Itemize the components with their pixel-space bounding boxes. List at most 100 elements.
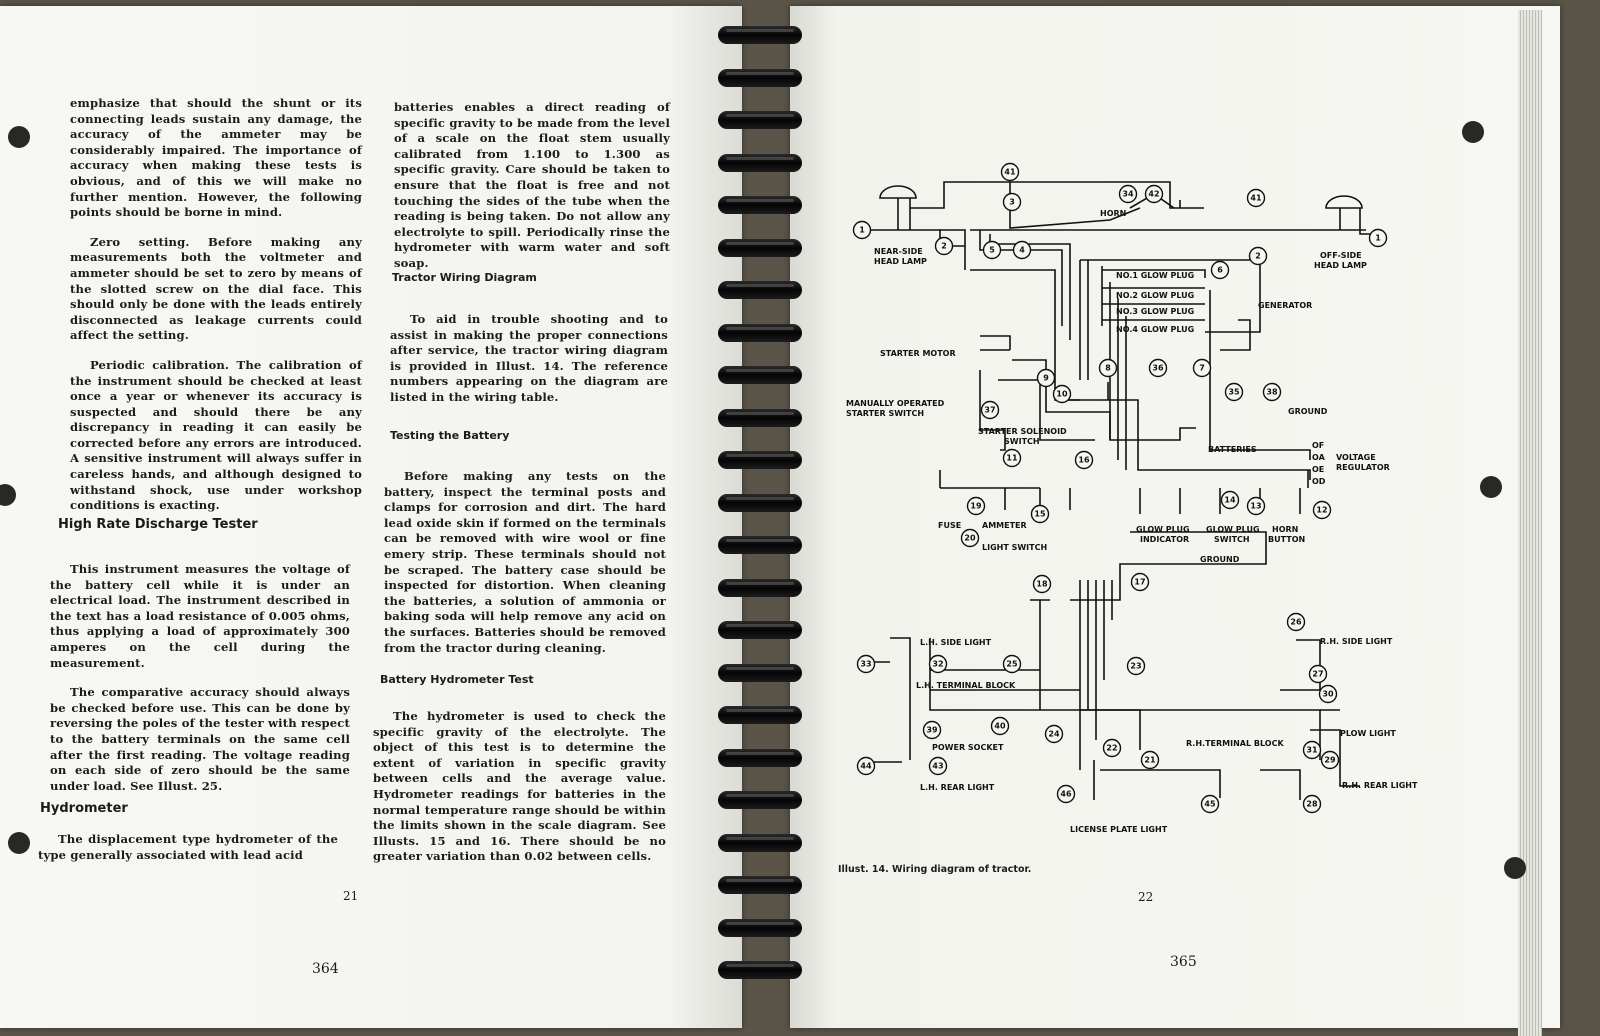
left-column-2c: Before making any tests on the battery, … — [384, 469, 666, 656]
reference-marker-17: 17 — [1130, 572, 1150, 592]
label-starter-motor: STARTER MOTOR — [880, 349, 956, 358]
left-column-2: batteries enables a direct reading of sp… — [394, 100, 670, 272]
label-voltage: VOLTAGE — [1336, 453, 1376, 462]
spiral-binding — [716, 0, 806, 1034]
label-regulator: REGULATOR — [1336, 463, 1390, 472]
svg-text:22: 22 — [1106, 744, 1117, 753]
binding-ring — [716, 65, 806, 91]
label-reg-of: OF — [1312, 441, 1324, 450]
label-glow-plug-2: NO.2 GLOW PLUG — [1116, 291, 1194, 300]
reference-marker-41: 41 — [1000, 162, 1020, 182]
punch-hole — [1462, 121, 1484, 143]
paragraph-hrd: This instrument measures the voltage of … — [50, 562, 350, 670]
svg-text:40: 40 — [994, 722, 1006, 731]
reference-marker-9: 9 — [1036, 368, 1056, 388]
svg-text:43: 43 — [932, 762, 943, 771]
label-glow-plug-indicator-2: INDICATOR — [1140, 535, 1189, 544]
label-lh-rear-light: L.H. REAR LIGHT — [920, 783, 995, 792]
left-column-2d: The hydrometer is used to check the spec… — [373, 709, 666, 865]
svg-text:37: 37 — [984, 406, 995, 415]
svg-text:29: 29 — [1324, 756, 1336, 765]
svg-text:31: 31 — [1306, 746, 1318, 755]
reference-marker-36: 36 — [1148, 358, 1168, 378]
binding-ring — [716, 660, 806, 686]
svg-text:41: 41 — [1250, 194, 1262, 203]
svg-text:30: 30 — [1322, 690, 1334, 699]
reference-marker-15: 15 — [1030, 504, 1050, 524]
label-glow-plug-indicator-1: GLOW PLUG — [1136, 525, 1190, 534]
paragraph-wiring: To aid in trouble shooting and to assist… — [390, 312, 668, 404]
punch-hole — [1504, 857, 1526, 879]
binding-ring — [716, 915, 806, 941]
svg-text:1: 1 — [1375, 234, 1381, 243]
reference-marker-5: 5 — [982, 240, 1002, 260]
svg-text:25: 25 — [1006, 660, 1018, 669]
binding-ring — [716, 235, 806, 261]
svg-text:23: 23 — [1130, 662, 1141, 671]
page-number: 21 — [343, 889, 359, 903]
label-near-side-head-lamp: HEAD LAMP — [874, 257, 927, 266]
reference-marker-10: 10 — [1052, 384, 1072, 404]
reference-marker-14: 14 — [1220, 490, 1240, 510]
svg-text:38: 38 — [1266, 388, 1278, 397]
book-page-number: 364 — [312, 961, 339, 977]
label-manually-operated: MANUALLY OPERATED — [846, 399, 945, 408]
svg-text:42: 42 — [1148, 190, 1159, 199]
book-page-number: 365 — [1170, 954, 1197, 970]
label-power-socket: POWER SOCKET — [932, 743, 1004, 752]
reference-marker-19: 19 — [966, 496, 986, 516]
label-plow-light: PLOW LIGHT — [1340, 729, 1396, 738]
label-glow-plug-3: NO.3 GLOW PLUG — [1116, 307, 1194, 316]
reference-marker-3: 3 — [1002, 192, 1022, 212]
label-reg-oe: OE — [1312, 465, 1324, 474]
reference-marker-16: 16 — [1074, 450, 1094, 470]
left-page: emphasize that should the shunt or its c… — [0, 6, 742, 1028]
reference-marker-2: 2 — [1248, 246, 1268, 266]
reference-marker-46: 46 — [1056, 784, 1076, 804]
label-glow-plug-1: NO.1 GLOW PLUG — [1116, 271, 1194, 280]
svg-text:14: 14 — [1224, 496, 1236, 505]
label-rh-terminal-block: R.H.TERMINAL BLOCK — [1186, 739, 1284, 748]
reference-marker-34: 34 — [1118, 184, 1138, 204]
label-light-switch: LIGHT SWITCH — [982, 543, 1047, 552]
binding-ring — [716, 405, 806, 431]
near-side-head-lamp-shape — [879, 185, 917, 199]
paragraph-battery-hydrometer-test: The hydrometer is used to check the spec… — [373, 709, 666, 864]
reference-marker-24: 24 — [1044, 724, 1064, 744]
binding-ring — [716, 192, 806, 218]
reference-marker-8: 8 — [1098, 358, 1118, 378]
label-starter-solenoid: STARTER SOLENOID — [978, 427, 1067, 436]
binding-ring — [716, 150, 806, 176]
reference-marker-45: 45 — [1200, 794, 1220, 814]
svg-text:18: 18 — [1036, 580, 1048, 589]
reference-marker-37: 37 — [980, 400, 1000, 420]
binding-ring — [716, 22, 806, 48]
left-column-1c: The displacement type hydrometer of the … — [38, 832, 338, 863]
reference-marker-27: 27 — [1308, 664, 1328, 684]
svg-text:44: 44 — [860, 762, 872, 771]
reference-marker-40: 40 — [990, 716, 1010, 736]
reference-marker-30: 30 — [1318, 684, 1338, 704]
binding-ring — [716, 362, 806, 388]
svg-text:10: 10 — [1056, 390, 1068, 399]
binding-ring — [716, 617, 806, 643]
label-off-side-head-lamp: HEAD LAMP — [1314, 261, 1367, 270]
reference-marker-28: 28 — [1302, 794, 1322, 814]
svg-text:27: 27 — [1312, 670, 1323, 679]
punch-hole — [8, 832, 30, 854]
paragraph-comparative: The comparative accuracy should always b… — [50, 685, 350, 793]
paragraph-batteries: batteries enables a direct reading of sp… — [394, 100, 670, 270]
page-number: 22 — [1138, 890, 1154, 904]
label-fuse: FUSE — [938, 521, 961, 530]
svg-text:32: 32 — [932, 660, 943, 669]
svg-text:1: 1 — [859, 226, 865, 235]
label-rh-side-light: R.H. SIDE LIGHT — [1320, 637, 1393, 646]
label-horn-button-2: BUTTON — [1268, 535, 1305, 544]
reference-marker-1: 1 — [852, 220, 872, 240]
heading-testing-the-battery: Testing the Battery — [390, 429, 510, 442]
label-glow-plug-switch-1: GLOW PLUG — [1206, 525, 1260, 534]
reference-marker-39: 39 — [922, 720, 942, 740]
reference-marker-26: 26 — [1286, 612, 1306, 632]
punch-hole — [0, 484, 16, 506]
